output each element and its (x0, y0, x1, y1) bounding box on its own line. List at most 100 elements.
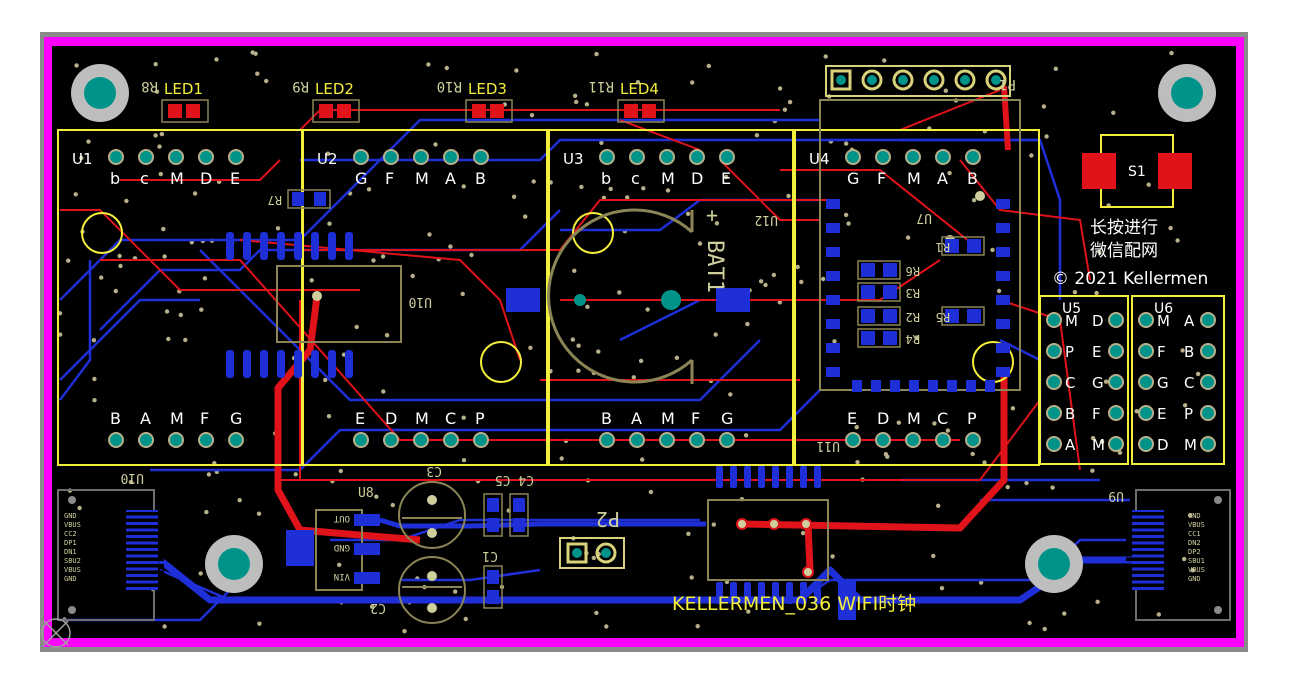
button-s1[interactable]: S1 (1082, 134, 1192, 208)
module-pad (928, 380, 938, 392)
via (264, 78, 269, 84)
pin-label-top: B (967, 169, 978, 188)
pin-label-bottom: E (355, 409, 365, 428)
via (463, 616, 468, 622)
via (787, 99, 793, 105)
trace-bottom (99, 209, 561, 331)
via (914, 335, 920, 340)
via (118, 263, 123, 269)
usb-pin (1126, 531, 1170, 535)
via (1094, 290, 1099, 296)
via (685, 211, 691, 216)
pin-pad (905, 432, 921, 448)
connector-p2[interactable]: P2 (559, 507, 625, 569)
trace-top (280, 399, 1041, 481)
c4c5-label: C4 C5 (495, 472, 534, 487)
pin-label-bottom: M (907, 409, 921, 428)
via (579, 184, 584, 190)
via (309, 278, 314, 283)
trace-top (780, 169, 981, 251)
ic-pin (758, 466, 765, 488)
trace-top (619, 119, 701, 151)
u8-pin-out: OUT (333, 513, 350, 523)
via (74, 63, 79, 68)
ic-u10: U10 (226, 232, 432, 378)
led-2: LED2 R9 (292, 78, 360, 123)
pin-pad (413, 149, 429, 165)
via (574, 99, 579, 105)
usb-pin (1126, 570, 1170, 574)
led-label: LED2 (315, 80, 354, 98)
pin-pad (965, 432, 981, 448)
pin-label-top: F (385, 169, 394, 188)
pin-label-top: b (601, 169, 611, 188)
resistor-r7: R7 (268, 189, 331, 209)
via (1195, 371, 1201, 377)
via (713, 332, 718, 337)
via (514, 68, 519, 73)
header-pin (923, 69, 945, 91)
battery-label: BAT1 (702, 240, 727, 293)
via (1090, 436, 1096, 441)
usb-pin (120, 518, 164, 522)
pin-label-bottom: M (415, 409, 429, 428)
via (448, 244, 453, 249)
pin-pad (599, 432, 615, 448)
usb-pin (1126, 512, 1170, 516)
trace-bottom (400, 568, 541, 582)
pin-label-top: E (230, 169, 240, 188)
via (746, 609, 751, 614)
pin-pad (1046, 343, 1062, 359)
via (625, 195, 630, 200)
pin-label: B (1065, 405, 1075, 423)
via (572, 93, 578, 99)
header-pin (954, 69, 976, 91)
via (92, 398, 97, 403)
pin-label-top: D (200, 169, 212, 188)
usb-pin-label: SBU1 (1188, 557, 1205, 565)
u8-label: U8 (358, 486, 374, 501)
pin-pad (659, 149, 675, 165)
usb-pin (1126, 538, 1170, 542)
pin-pad (875, 149, 891, 165)
usb-pin (120, 538, 164, 542)
via (460, 291, 465, 297)
button-s1-label: S1 (1128, 164, 1146, 180)
usb-pin (120, 557, 164, 561)
header-p1[interactable]: P1 (825, 65, 1016, 97)
u7-label: U7 (916, 210, 932, 225)
via (113, 288, 119, 294)
usb-pin (120, 551, 164, 555)
via (1168, 225, 1173, 231)
pin-label-top: b (110, 169, 120, 188)
pin-pad (689, 149, 705, 165)
via (153, 61, 158, 67)
via (821, 276, 826, 282)
via (124, 198, 129, 204)
u9-label: U9 (1108, 488, 1124, 503)
c3-label: C3 (426, 463, 442, 478)
usb-pin-label: VBUS (64, 521, 81, 529)
resistor-label: R5 (936, 310, 950, 324)
trace-bottom (59, 298, 200, 381)
usb-pin (120, 564, 164, 568)
via (559, 456, 564, 461)
via (1072, 290, 1078, 295)
usb-pin-label: VBUS (1188, 521, 1205, 529)
pin-pad (353, 432, 369, 448)
via (1095, 599, 1100, 604)
via (1029, 153, 1034, 158)
via (743, 433, 749, 438)
pin-pad (935, 149, 951, 165)
via (830, 554, 835, 559)
led-resistor-label: R9 (292, 78, 309, 94)
via (648, 489, 654, 495)
pin-pad (198, 149, 214, 165)
via (77, 505, 82, 511)
via (164, 309, 170, 314)
pin-label: G (1092, 374, 1104, 392)
